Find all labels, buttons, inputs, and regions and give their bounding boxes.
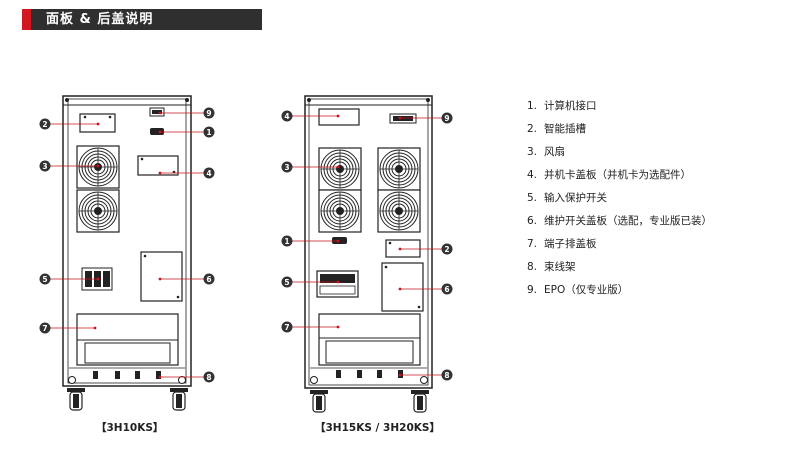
callout-badge: 7 (39, 322, 51, 334)
svg-text:3: 3 (42, 162, 47, 171)
callout-badge: 3 (39, 160, 51, 172)
callout-badge: 1 (281, 235, 293, 247)
left-callouts: 2 9 1 3 4 5 6 7 8 (39, 107, 215, 383)
legend-item: 6.维护开关盖板（选配，专业版已装） (527, 215, 712, 227)
svg-text:5: 5 (284, 278, 289, 287)
callout-badge: 2 (441, 243, 453, 255)
legend-item: 2.智能插槽 (527, 123, 586, 135)
caption-3h15ks-3h20ks: 【3H15KS / 3H20KS】 (315, 422, 440, 434)
svg-text:1: 1 (284, 237, 289, 246)
callout-badge: 1 (203, 126, 215, 138)
svg-text:2: 2 (444, 245, 449, 254)
callout-badge: 6 (203, 273, 215, 285)
callout-badge: 9 (441, 112, 453, 124)
svg-text:8: 8 (206, 373, 211, 382)
callout-badge: 6 (441, 283, 453, 295)
fan-icon (76, 189, 120, 233)
caption-3h10ks: 【3H10KS】 (96, 422, 164, 434)
callout-badge: 4 (281, 110, 293, 122)
wheel-icon (410, 389, 430, 413)
wheel-icon (169, 387, 189, 411)
callout-badge: 2 (39, 118, 51, 130)
svg-text:9: 9 (444, 114, 449, 123)
legend-item: 9.EPO（仅专业版） (527, 284, 629, 296)
legend-item: 3.风扇 (527, 146, 565, 158)
right-callouts: 4 9 3 1 2 5 6 7 8 (281, 110, 453, 381)
cabinet-3h10ks (62, 95, 192, 411)
wheel-icon (66, 387, 86, 411)
fan-icon (318, 147, 362, 191)
cabinet-3h15ks-3h20ks (304, 95, 433, 413)
fan-icon (377, 189, 421, 233)
fan-icon (377, 147, 421, 191)
svg-text:5: 5 (42, 275, 47, 284)
legend-item: 4.并机卡盖板（并机卡为选配件） (527, 169, 691, 181)
callout-badge: 3 (281, 161, 293, 173)
callout-badge: 5 (281, 276, 293, 288)
callout-badge: 5 (39, 273, 51, 285)
svg-text:3: 3 (284, 163, 289, 172)
right-leaders (290, 115, 444, 376)
callout-badge: 8 (441, 369, 453, 381)
wheel-icon (309, 389, 329, 413)
callout-badge: 4 (203, 167, 215, 179)
svg-text:4: 4 (284, 112, 289, 121)
legend-item: 8.束线架 (527, 261, 576, 273)
fan-icon (318, 189, 362, 233)
legend-item: 5.输入保护开关 (527, 192, 607, 204)
section-header-bar (22, 9, 262, 30)
legend-item: 1.计算机接口 (527, 100, 597, 112)
svg-text:6: 6 (206, 275, 211, 284)
legend-item: 7.端子排盖板 (527, 238, 597, 250)
parts-legend: 1.计算机接口 2.智能插槽 3.风扇 4.并机卡盖板（并机卡为选配件） 5.输… (527, 95, 712, 302)
callout-badge: 9 (203, 107, 215, 119)
callout-badge: 7 (281, 321, 293, 333)
svg-text:2: 2 (42, 120, 47, 129)
left-leaders (48, 112, 206, 378)
svg-text:4: 4 (206, 169, 211, 178)
svg-text:9: 9 (206, 109, 211, 118)
svg-text:8: 8 (444, 371, 449, 380)
section-title: 面板 & 后盖说明 (46, 12, 154, 27)
svg-text:7: 7 (42, 324, 47, 333)
section-header-accent (22, 9, 31, 30)
svg-text:7: 7 (284, 323, 289, 332)
svg-text:1: 1 (206, 128, 211, 137)
callout-badge: 8 (203, 371, 215, 383)
svg-text:6: 6 (444, 285, 449, 294)
